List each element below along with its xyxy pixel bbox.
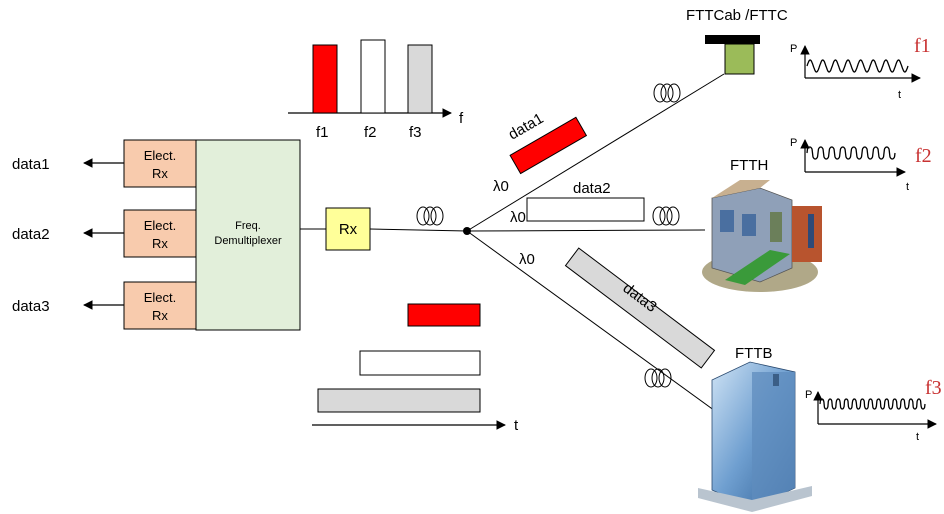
fttb-fiber-coil [644,368,672,388]
optical-rx-label: Rx [339,221,358,238]
time-axis-label: t [514,417,519,434]
wave2-t-label: t [906,181,909,193]
time-bar-f2 [359,350,481,376]
fiber-to-ftth [466,229,706,232]
freq-demultiplexer [195,139,301,331]
tone-bar-f2 [360,39,386,114]
wave3-t-label: t [916,431,919,443]
lambda-label-2: λ0 [510,209,526,226]
fttc-cabinet: FTTCab /FTTC [686,7,788,75]
fiber-network: λ0 λ0 λ0 data1 data2 data3 [369,73,763,446]
wave2-trace [806,146,896,160]
receiver-block: Freq. Demultiplexer Elect. Rx Elect. Rx … [12,139,371,331]
wave1-trace [806,59,909,73]
tone-label-f1: f1 [316,124,329,141]
elect-rx-1-line2: Rx [152,166,168,181]
elect-rx-3-line2: Rx [152,308,168,323]
trunk-fiber-coil [416,206,444,226]
fttc-fiber-coil [653,83,681,103]
tone-label-f3: f3 [409,124,422,141]
ftth-label: FTTH [730,157,768,174]
optical-rx [325,207,371,251]
house-garage-window [808,214,814,248]
wave1-t-label: t [898,89,901,101]
spectrum-axis-label: f [459,110,464,127]
house-lawn [725,250,790,285]
demux-label-line2: Demultiplexer [214,235,282,247]
fttc-label: FTTCab /FTTC [686,7,788,24]
elect-rx-2-line1: Elect. [144,218,177,233]
ftth-fiber-coil [652,206,680,226]
elect-rx-3 [123,281,197,330]
tower-base [698,486,812,512]
cabinet-body [724,43,755,75]
fiber-to-fttc [466,73,725,232]
wave1-p-label: P [790,43,797,55]
packet-label-data2: data2 [573,180,611,197]
time-bar-f3 [317,388,481,413]
output-label-data1: data1 [12,156,50,173]
demux-label-line1: Freq. [235,220,261,232]
cabinet-top [705,35,760,44]
packet-data3 [564,247,716,369]
fttb-building: FTTB [698,345,812,512]
house-roof [712,180,770,198]
wave3-p-label: P [805,389,812,401]
time-bar-f1 [407,303,481,327]
trunk-fiber [369,228,468,232]
elect-rx-2 [123,209,197,258]
packet-data1 [509,116,588,175]
wave3-trace [819,398,926,410]
tower-side [752,372,795,508]
wave2-freq-label: f2 [915,145,932,167]
elect-rx-3-line1: Elect. [144,290,177,305]
lambda-label-3: λ0 [519,251,535,268]
spectrum-plot: f1 f2 f3 f [288,39,464,141]
elect-rx-2-line2: Rx [152,236,168,251]
lambda-label-1: λ0 [493,178,509,195]
wave2-p-label: P [790,137,797,149]
waveform-inset-f1: P t f1 [790,35,931,101]
tone-label-f2: f2 [364,124,377,141]
packet-data2 [526,197,645,222]
wave1-freq-label: f1 [914,35,931,57]
house-garage [792,206,822,262]
waveform-inset-f2: P t f2 [790,137,932,193]
elect-rx-1 [123,139,197,188]
wave3-freq-label: f3 [925,377,942,399]
output-label-data2: data2 [12,226,50,243]
house-window-1 [720,210,734,232]
house-window-2 [742,214,756,236]
output-label-data3: data3 [12,298,50,315]
house-door [770,212,782,242]
ftth-house: FTTH [702,157,822,292]
fttb-label: FTTB [735,345,773,362]
tone-bar-f3 [407,44,433,114]
tone-bar-f1 [312,44,338,114]
elect-rx-1-line1: Elect. [144,148,177,163]
time-domain-plot: t [312,303,519,434]
waveform-inset-f3: P t f3 [805,377,942,443]
tower-antenna [773,374,779,386]
